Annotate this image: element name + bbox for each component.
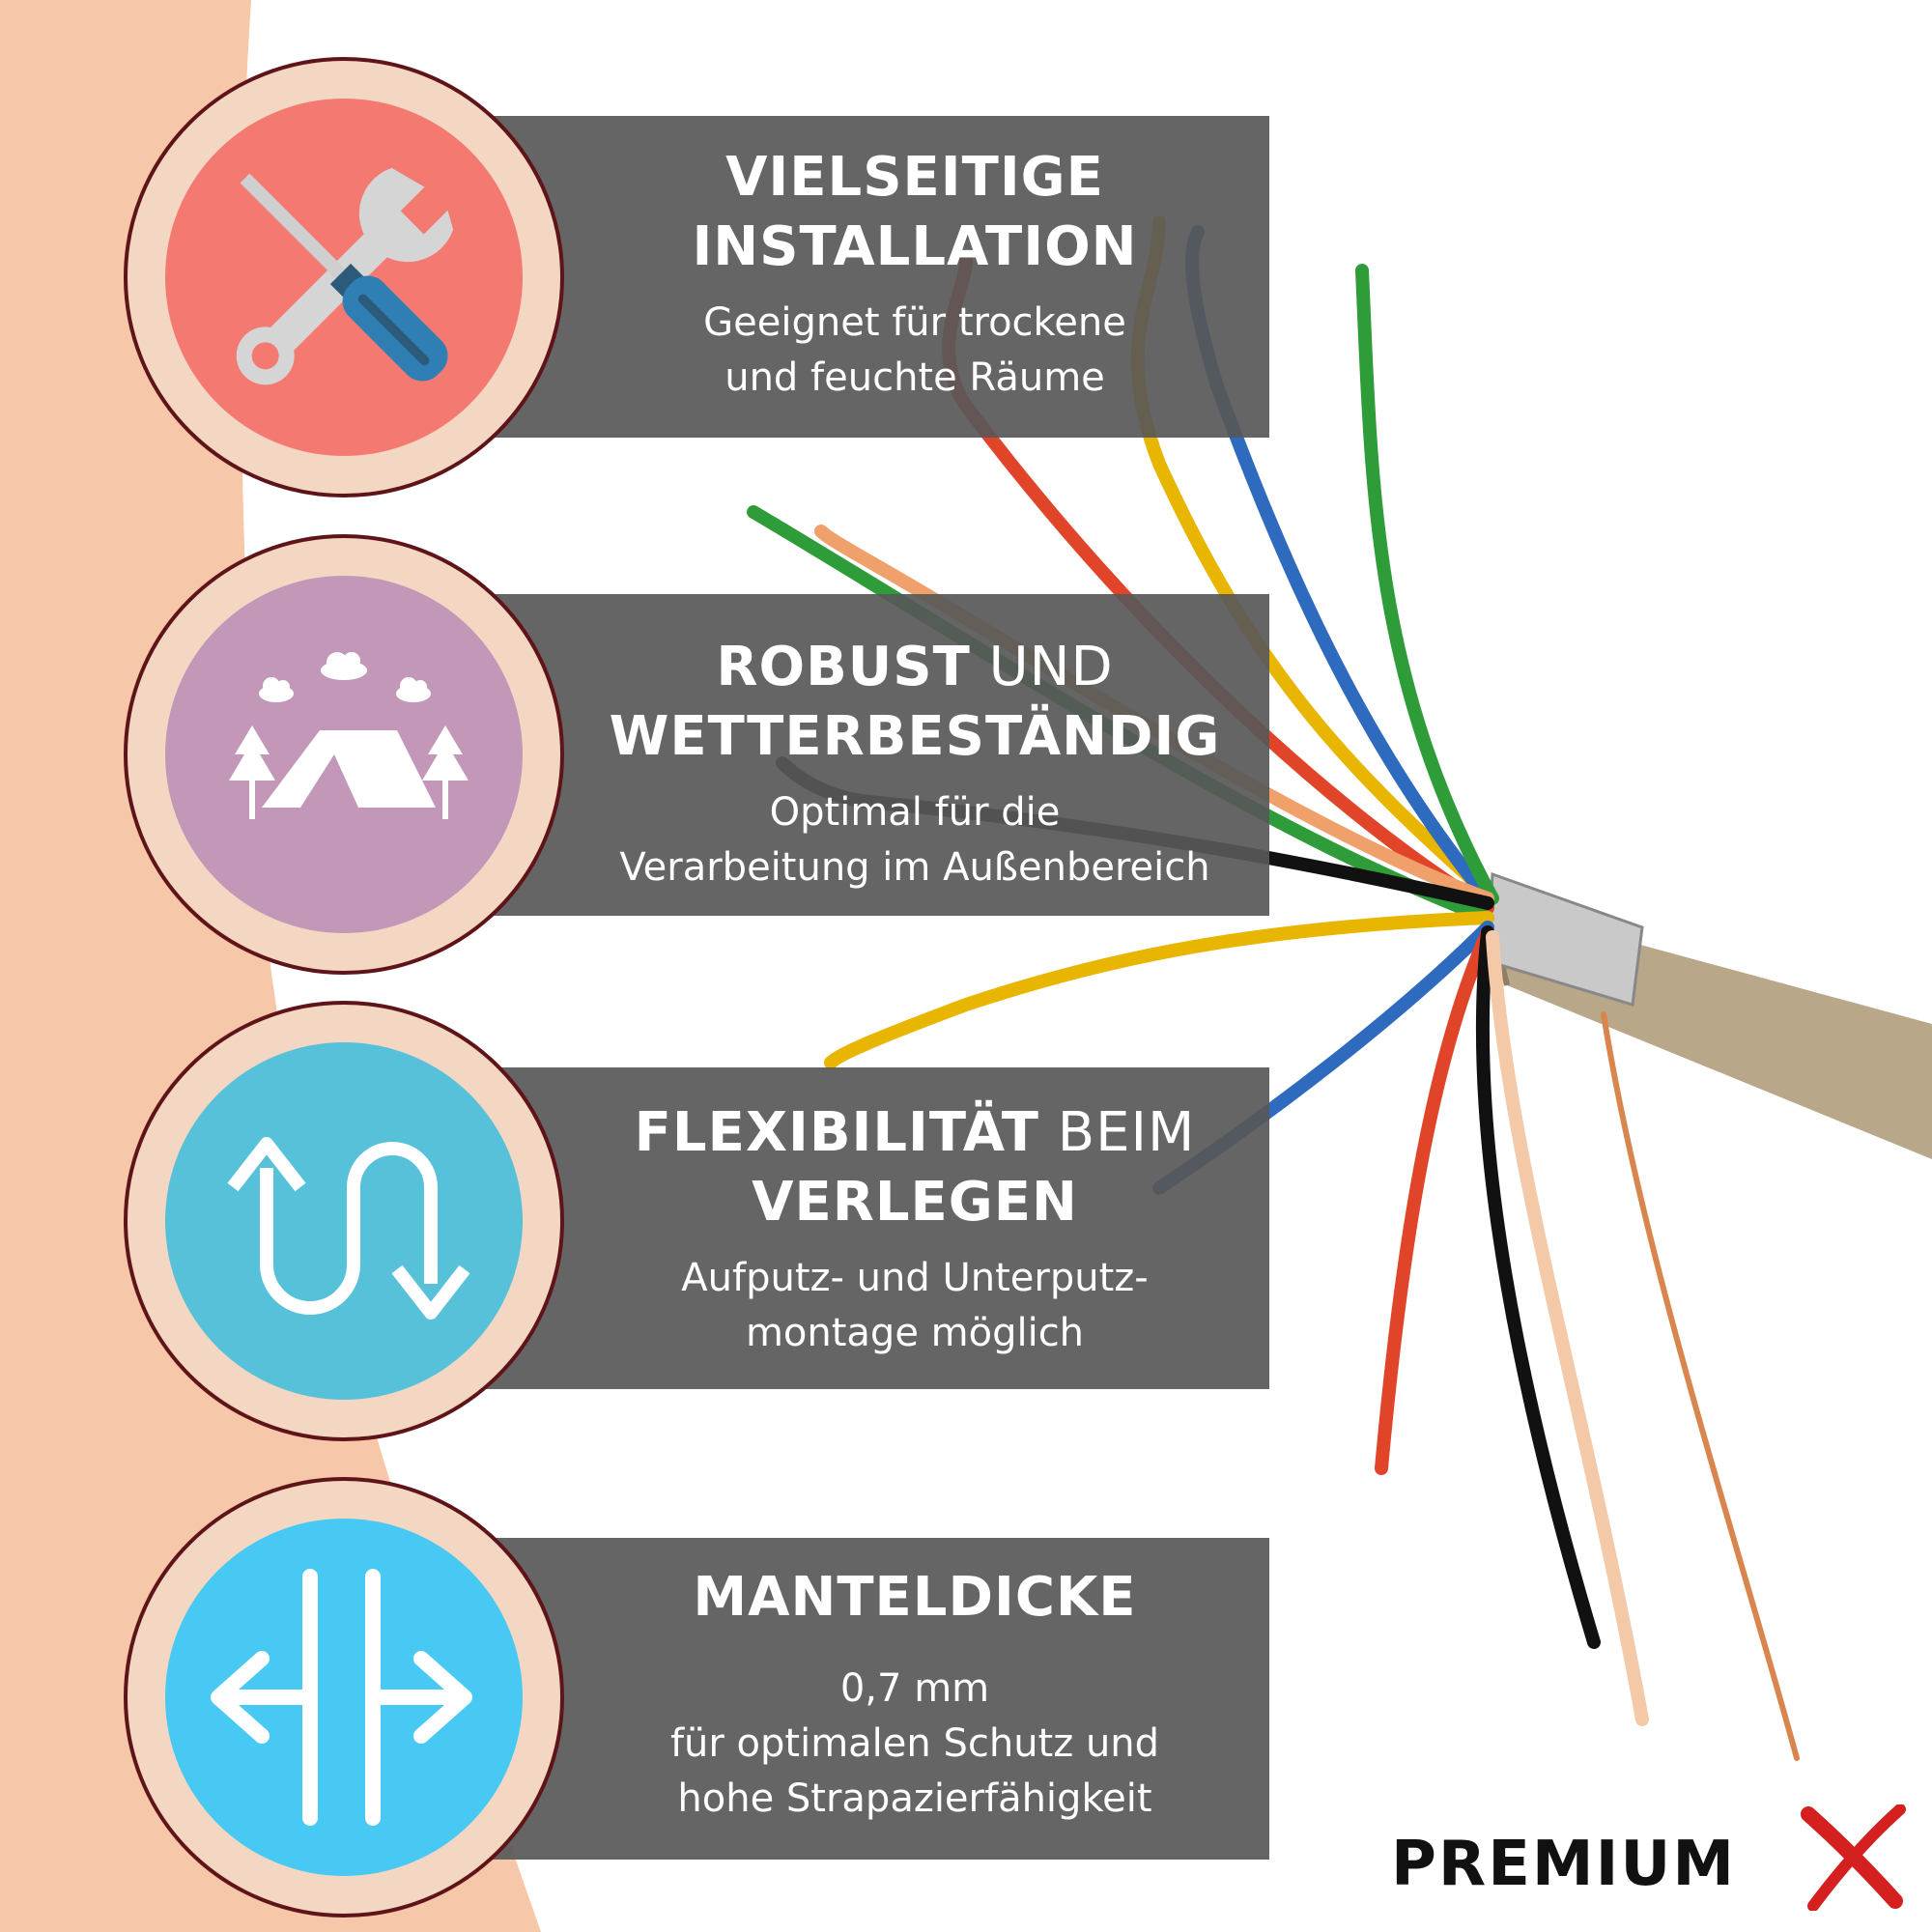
feature-desc-line1: Aufputz- und Unterputz- (681, 1256, 1149, 1300)
feature-desc-line1: 0,7 mm (839, 1666, 990, 1711)
feature-description: Geeignet für trockene und feuchte Räume (560, 296, 1269, 406)
camping-tent-icon (165, 576, 523, 933)
feature-title-light: UND (970, 636, 1114, 698)
tools-icon (165, 99, 523, 456)
feature-title-bold: ROBUST (716, 636, 971, 698)
feature-panel: VIELSEITIGE INSTALLATION Geeignet für tr… (473, 116, 1269, 438)
feature-icon-ring (124, 534, 564, 975)
feature-panel: FLEXIBILITÄT BEIM VERLEGEN Aufputz- und … (473, 1067, 1269, 1389)
feature-title-bold: VIELSEITIGE (725, 146, 1104, 209)
feature-icon-ring (124, 1477, 564, 1918)
thickness-arrows-icon (165, 1519, 523, 1876)
feature-desc-line2: montage möglich (745, 1311, 1085, 1355)
feature-title: ROBUST UND WETTERBESTÄNDIG (560, 633, 1269, 772)
feature-desc-line1: Geeignet für trockene (703, 300, 1126, 345)
feature-title-line2: INSTALLATION (692, 215, 1138, 278)
feature-title-bold: FLEXIBILITÄT (634, 1101, 1039, 1164)
feature-desc-line1: Optimal für die (769, 790, 1061, 835)
brand-logo: PREMIUM (1391, 1829, 1737, 1900)
feature-panel: MANTELDICKE 0,7 mm für optimalen Schutz … (473, 1538, 1269, 1860)
brand-logo-x-icon (1801, 1804, 1906, 1911)
feature-title: MANTELDICKE (560, 1563, 1269, 1633)
feature-desc-line2: und feuchte Räume (724, 355, 1105, 400)
feature-description: Aufputz- und Unterputz- montage möglich (560, 1251, 1269, 1361)
feature-desc-line2: für optimalen Schutz und (669, 1721, 1160, 1766)
feature-title-light: BEIM (1038, 1101, 1196, 1164)
feature-description: 0,7 mm für optimalen Schutz und hohe Str… (560, 1662, 1269, 1827)
feature-title: VIELSEITIGE INSTALLATION (560, 143, 1269, 282)
feature-title: FLEXIBILITÄT BEIM VERLEGEN (560, 1098, 1269, 1237)
feature-desc-line3: hohe Strapazierfähigkeit (677, 1776, 1152, 1821)
feature-panel: ROBUST UND WETTERBESTÄNDIG Optimal für d… (473, 594, 1269, 916)
feature-description: Optimal für die Verarbeitung im Außenber… (560, 785, 1269, 895)
feature-title-bold: MANTELDICKE (693, 1566, 1137, 1629)
feature-icon-ring (124, 57, 564, 497)
feature-title-line2: VERLEGEN (752, 1171, 1078, 1234)
flexible-arrows-icon (165, 1042, 523, 1400)
feature-desc-line2: Verarbeitung im Außenbereich (619, 845, 1210, 890)
feature-title-line2: WETTERBESTÄNDIG (609, 705, 1221, 768)
feature-icon-ring (124, 1001, 564, 1441)
